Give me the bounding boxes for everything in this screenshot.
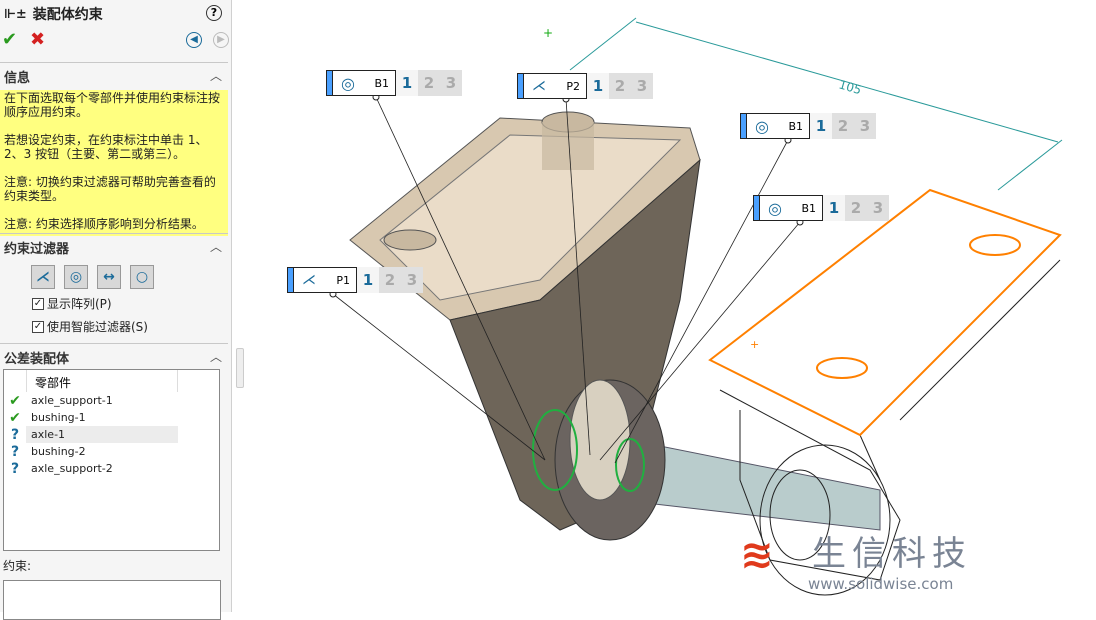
forward-button[interactable]: ▶ (213, 32, 229, 48)
rank-2-button[interactable]: 2 (832, 113, 854, 139)
rank-1-button[interactable]: 1 (810, 113, 832, 139)
rank-2-button[interactable]: 2 (418, 70, 440, 96)
info-para: 注意: 约束选择顺序影响到分析结果。 (4, 217, 204, 231)
watermark-logo-icon: ≋ (740, 532, 774, 578)
item-name: axle_support-2 (31, 462, 113, 475)
rank-2-button[interactable]: 2 (609, 73, 631, 99)
question-icon: ? (10, 443, 20, 460)
collapse-icon[interactable]: ︿ (209, 69, 222, 83)
plane-filter-icon[interactable]: ⋌ (31, 265, 55, 289)
callout-label: P1 (336, 273, 350, 287)
cancel-button[interactable]: ✖ (30, 29, 46, 50)
rank-2-button[interactable]: 2 (845, 195, 867, 221)
rank-3-button[interactable]: 3 (854, 113, 876, 139)
check-icon: ✔ (9, 392, 21, 409)
ok-button[interactable]: ✔ (2, 29, 18, 50)
question-icon: ? (10, 460, 20, 477)
dimension-value[interactable]: 105 (837, 77, 863, 97)
list-item[interactable]: ✔ bushing-1 (4, 409, 219, 426)
check-icon: ✔ (9, 409, 21, 426)
info-header[interactable]: 信息 (4, 71, 31, 86)
checkbox-label: 使用智能过滤器(S) (47, 320, 148, 334)
item-name: bushing-1 (31, 411, 86, 424)
property-manager: ⊩± 装配体约束 ? ✔ ✖ ◀ ▶ 信息 ︿ 在下面选取每个零部件并使用约束标注… (0, 0, 232, 620)
list-item[interactable]: ? bushing-2 (4, 443, 219, 460)
rank-1-button[interactable]: 1 (823, 195, 845, 221)
callout-leaders (332, 96, 801, 464)
help-button[interactable]: ? (206, 5, 222, 21)
watermark-url: www.solidwise.com (808, 575, 954, 593)
panel-splitter[interactable] (236, 348, 244, 388)
collapse-icon[interactable]: ︿ (209, 350, 222, 364)
info-para: 注意: 切换约束过滤器可帮助完善查看的约束类型。 (4, 175, 216, 203)
checkbox-label: 显示阵列(P) (47, 297, 112, 311)
rank-3-button[interactable]: 3 (867, 195, 889, 221)
rank-2-button[interactable]: 2 (379, 267, 401, 293)
callout-label: B1 (374, 76, 389, 90)
show-pattern-checkbox[interactable]: ✓显示阵列(P) (32, 297, 112, 311)
plane-icon: ⋌ (532, 78, 546, 94)
info-para: 在下面选取每个零部件并使用约束标注按顺序应用约束。 (4, 91, 221, 119)
tolerance-section: 公差装配体 ︿ (0, 343, 228, 371)
rank-3-button[interactable]: 3 (440, 70, 462, 96)
distance-filter-icon[interactable]: ↔ (97, 265, 121, 289)
back-button[interactable]: ◀ (186, 32, 202, 48)
info-section: 信息 ︿ 在下面选取每个零部件并使用约束标注按顺序应用约束。 若想设定约束，在约… (0, 62, 228, 236)
question-icon: ? (10, 426, 20, 443)
svg-text:+: + (750, 338, 759, 351)
item-name: axle-1 (26, 426, 178, 443)
watermark-name: 生信科技 (812, 534, 972, 574)
plane-icon: ⋌ (302, 272, 316, 288)
info-para: 若想设定约束，在约束标注中单击 1、2、3 按钮（主要、第二或第三）。 (4, 133, 208, 161)
dimension-lines (569, 17, 1063, 191)
rank-3-button[interactable]: 3 (631, 73, 653, 99)
concentric-icon: ◎ (341, 73, 355, 93)
component-list[interactable]: 零部件 ✔ axle_support-1 ✔ bushing-1 ? axle-1 ?… (3, 369, 220, 551)
concentric-filter-icon[interactable]: ◎ (64, 265, 88, 289)
callout-label: B1 (788, 119, 803, 133)
column-header[interactable]: 零部件 (26, 370, 178, 392)
panel-title: ⊩± 装配体约束 (4, 4, 103, 24)
item-name: axle_support-1 (31, 394, 113, 407)
rank-1-button[interactable]: 1 (357, 267, 379, 293)
rank-3-button[interactable]: 3 (401, 267, 423, 293)
title-text: 装配体约束 (32, 7, 103, 23)
rank-1-button[interactable]: 1 (587, 73, 609, 99)
tangent-filter-icon[interactable]: ○ (130, 265, 154, 289)
smart-filter-checkbox[interactable]: ✓使用智能过滤器(S) (32, 320, 148, 334)
collapse-icon[interactable]: ︿ (209, 240, 222, 254)
constraints-label: 约束: (3, 559, 32, 573)
callout-label: B1 (801, 201, 816, 215)
list-item[interactable]: ? axle_support-2 (4, 460, 219, 477)
tolerance-header[interactable]: 公差装配体 (4, 352, 70, 367)
concentric-icon: ◎ (768, 198, 782, 218)
item-name: bushing-2 (31, 445, 86, 458)
list-item[interactable]: ? axle-1 (4, 426, 219, 443)
filter-header[interactable]: 约束过滤器 (4, 242, 70, 257)
info-text: 在下面选取每个零部件并使用约束标注按顺序应用约束。 若想设定约束，在约束标注中单… (0, 90, 228, 236)
filter-section: 约束过滤器 ︿ ⋌ ◎ ↔ ○ ✓显示阵列(P) ✓使用智能过滤器(S) (0, 233, 228, 335)
origin-marker: + (543, 26, 553, 40)
rank-1-button[interactable]: 1 (396, 70, 418, 96)
list-item[interactable]: ✔ axle_support-1 (4, 392, 219, 409)
callout-label: P2 (566, 79, 580, 93)
concentric-icon: ◎ (755, 116, 769, 136)
mate-icon: ⊩± (4, 6, 27, 22)
